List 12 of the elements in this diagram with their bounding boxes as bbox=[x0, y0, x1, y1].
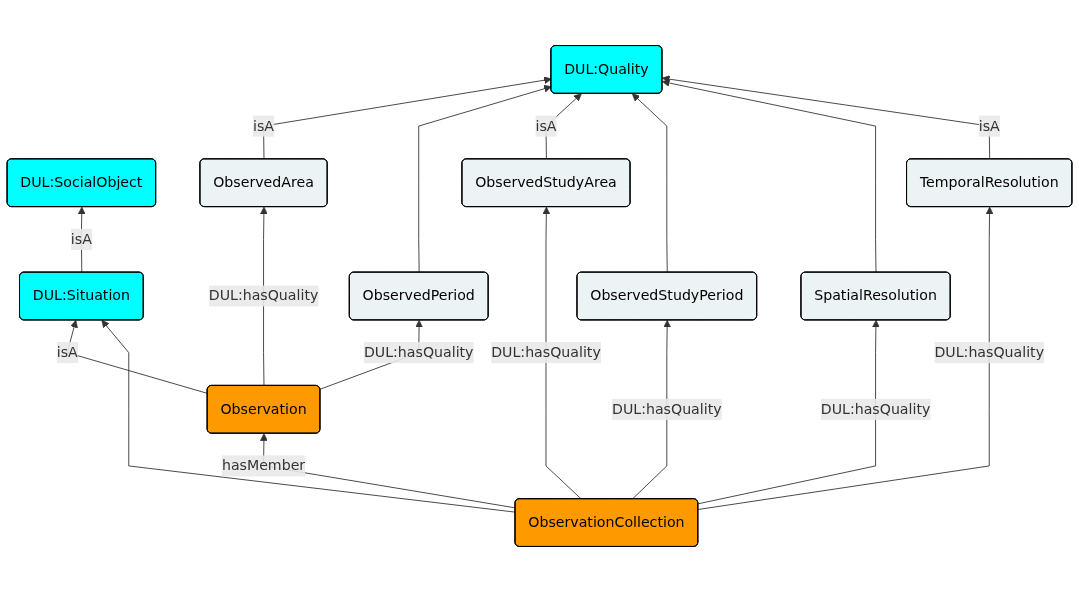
edge-label: isA bbox=[535, 117, 557, 135]
edge-label: hasMember bbox=[221, 457, 306, 474]
edge-label: isA bbox=[253, 117, 275, 135]
edge-label: isA bbox=[56, 343, 78, 361]
edge-label: DUL:hasQuality bbox=[934, 343, 1045, 361]
edge-label: DUL:hasQuality bbox=[208, 287, 319, 304]
edge-label: DUL:hasQuality bbox=[612, 400, 722, 418]
edge-label: isA bbox=[978, 117, 1000, 135]
edge-label: isA bbox=[70, 230, 92, 248]
edge-label: DUL:hasQuality bbox=[491, 343, 601, 361]
edge-label: DUL:hasQuality bbox=[363, 343, 474, 361]
edge-label: DUL:hasQuality bbox=[820, 400, 931, 418]
